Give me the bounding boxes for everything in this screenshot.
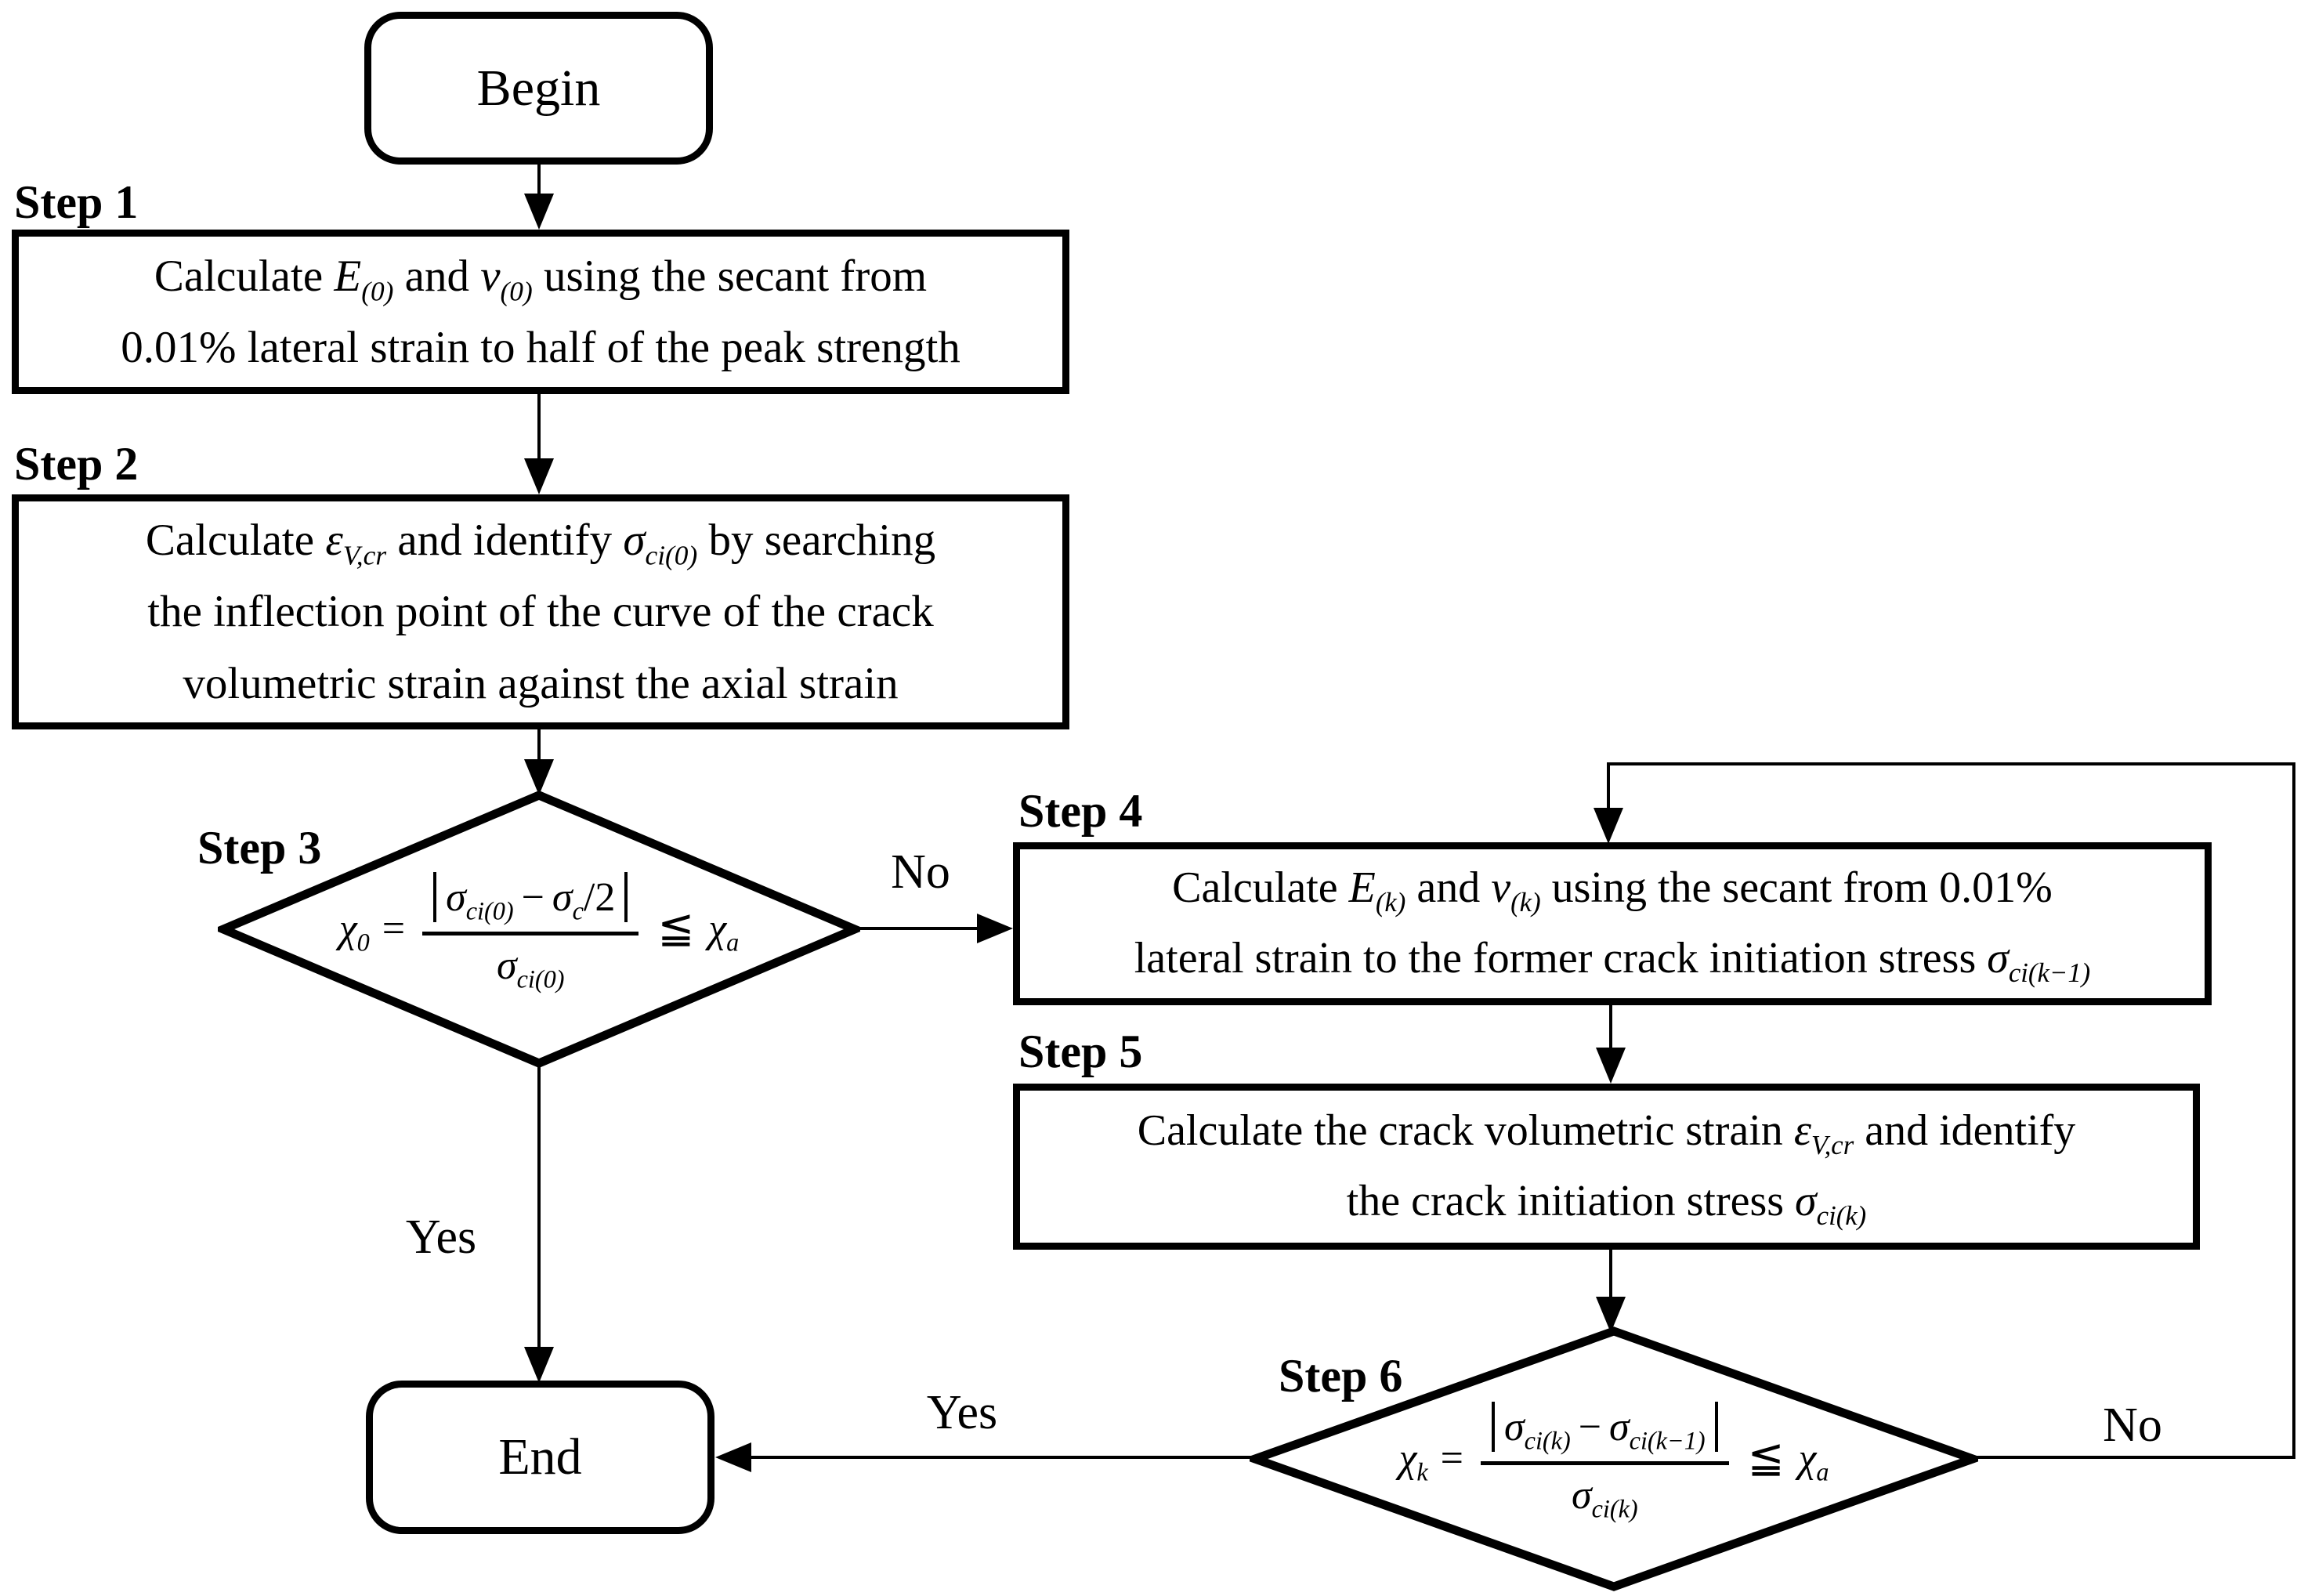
edge-step6-yes [750,1456,1257,1459]
step1-text: Calculate E(0) and v(0) using the secant… [19,241,1062,383]
arrowhead-step5-step6 [1596,1297,1626,1333]
begin-node: Begin [364,12,713,165]
step4-box: Calculate E(k) and v(k) using the secant… [1013,842,2212,1005]
step6-label: Step 6 [1279,1350,1403,1402]
arrowhead-step3-yes [524,1347,554,1383]
step6-no-label: No [2103,1399,2162,1452]
edge-step6-no-down [1607,762,1610,811]
arrowhead-step6-yes [715,1442,751,1472]
step1-label: Step 1 [14,176,139,228]
arrowhead-step2-step3 [524,759,554,795]
edge-step3-yes [537,1059,541,1350]
step2-text: Calculate εV,cr and identify σci(0) by s… [19,505,1062,719]
step2-label: Step 2 [14,438,139,490]
step3-formula: χ0 = σci(0)−σc/2 σci(0) ≦ χa [218,790,860,1069]
end-node: End [366,1381,714,1534]
edge-begin-step1 [537,161,541,199]
step6-fraction: σci(k)−σci(k−1) σci(k) [1480,1400,1729,1521]
step3-yes-label: Yes [405,1211,477,1264]
begin-label: Begin [476,59,601,117]
step6-yes-label: Yes [926,1386,998,1439]
step5-text: Calculate the crack volumetric strain εV… [1020,1096,2193,1236]
step4-label: Step 4 [1018,785,1143,837]
edge-step4-step5 [1609,1004,1612,1051]
arrowhead-step4-step5 [1596,1048,1626,1084]
edge-step6-no-right [2292,762,2295,1459]
edge-step3-no [851,927,980,930]
step2-box: Calculate εV,cr and identify σci(0) by s… [12,494,1069,729]
step1-box: Calculate E(0) and v(0) using the secant… [12,230,1069,394]
step5-line1: Calculate the crack volumetric strain εV… [1137,1106,2076,1161]
step1-line2: 0.01% lateral strain to half of the peak… [121,323,960,372]
step2-line1: Calculate εV,cr and identify σci(0) by s… [145,516,936,571]
edge-step1-step2 [537,393,541,463]
step4-line2: lateral strain to the former crack initi… [1134,934,2091,989]
step6-diamond [1250,1326,1978,1592]
step3-label: Step 3 [197,822,322,874]
edge-step6-no-bottom [1971,1456,2295,1459]
step4-line1: Calculate E(k) and v(k) using the secant… [1172,863,2053,918]
arrowhead-step3-no [977,914,1013,943]
end-label: End [498,1428,582,1486]
step2-line3: volumetric strain against the axial stra… [183,658,899,708]
step6-diamond-shape [1250,1326,1978,1591]
step3-no-label: No [891,845,950,899]
arrowhead-begin-step1 [524,194,554,230]
edge-step2-step3 [537,728,541,764]
step1-line1: Calculate E(0) and v(0) using the secant… [154,251,928,307]
edge-step5-step6 [1609,1248,1612,1300]
edge-step6-no-top [1607,762,2295,765]
step5-line2: the crack initiation stress σci(k) [1346,1177,1867,1232]
step2-line2: the inflection point of the curve of the… [147,587,934,637]
arrowhead-step6-no [1594,808,1623,844]
step5-label: Step 5 [1018,1026,1143,1077]
arrowhead-step1-step2 [524,458,554,494]
step4-text: Calculate E(k) and v(k) using the secant… [1020,853,2205,993]
step6-formula: χk = σci(k)−σci(k−1) σci(k) ≦ χa [1250,1326,1978,1592]
step5-box: Calculate the crack volumetric strain εV… [1013,1084,2200,1250]
step3-fraction: σci(0)−σc/2 σci(0) [422,870,639,991]
